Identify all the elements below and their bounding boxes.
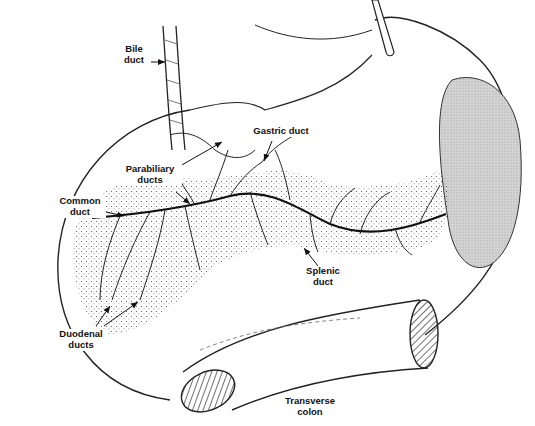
part-label: Transverse colon [272, 396, 348, 418]
part-label: Duodenal ducts [54, 329, 108, 351]
part-label: Parabiliary ducts [118, 164, 182, 186]
part-label: Splenic duct [298, 266, 348, 288]
part-label: Common duct [54, 196, 106, 218]
part-label: Bile duct [117, 44, 151, 66]
part-label: Gastric duct [244, 126, 318, 137]
